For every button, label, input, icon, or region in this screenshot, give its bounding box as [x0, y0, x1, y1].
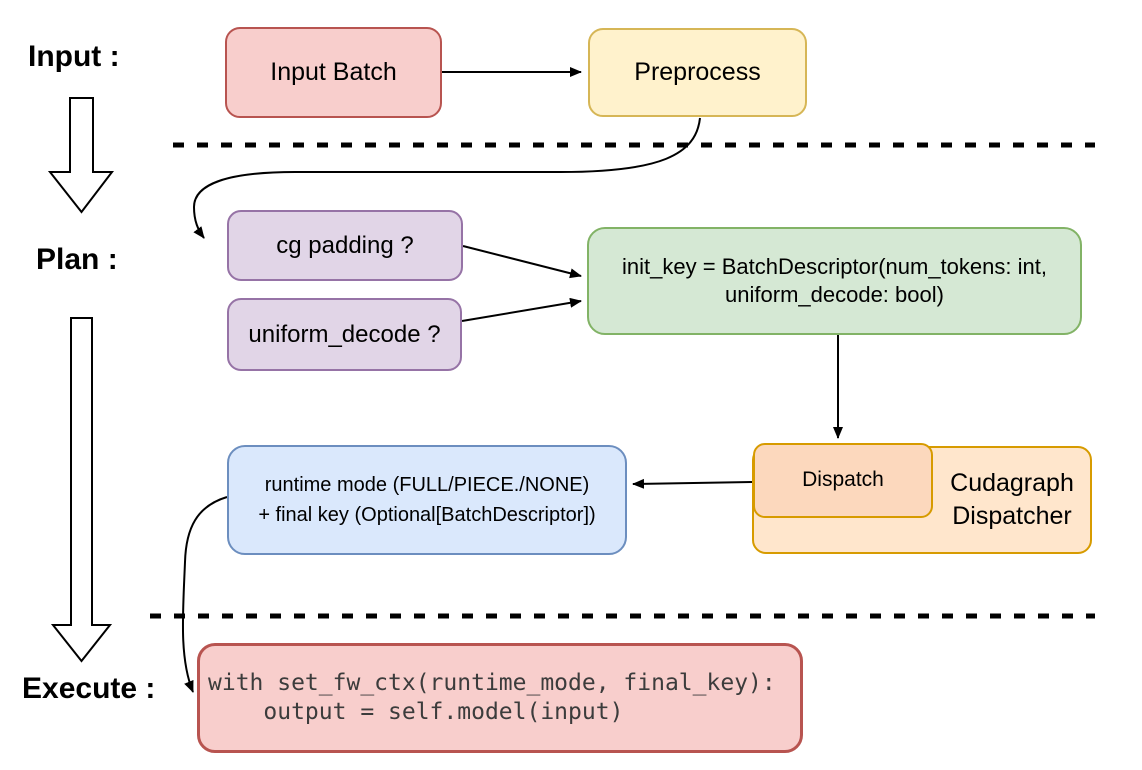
runtime-mode-line1: runtime mode (FULL/PIECE./NONE) — [264, 474, 590, 496]
stage-label-plan: Plan : — [36, 243, 118, 276]
execute-code-line2: output = self.model(input) — [208, 699, 624, 725]
init-key-node: init_key = BatchDescriptor(num_tokens: i… — [587, 227, 1082, 335]
cg-padding-to-init-key-arrow — [462, 245, 582, 279]
preprocess-node: Preprocess — [588, 28, 807, 117]
input-batch-node: Input Batch — [225, 27, 442, 118]
preprocess-to-cg-padding-arrow — [192, 117, 701, 239]
cg-padding-node: cg padding ? — [227, 210, 463, 281]
dispatch-node: Dispatch — [753, 443, 933, 518]
execute-code-line1: with set_fw_ctx(runtime_mode, final_key)… — [208, 670, 776, 696]
dispatch-to-runtime-mode-arrow — [632, 478, 753, 489]
runtime-mode-line2: + final key (Optional[BatchDescriptor]) — [258, 504, 596, 526]
runtime-mode-to-execute-code-arrow — [181, 496, 228, 693]
runtime-mode-node: runtime mode (FULL/PIECE./NONE) + final … — [227, 445, 627, 555]
uniform-decode-to-init-key-arrow — [461, 297, 582, 322]
cudagraph-dispatcher-line2: Dispatcher — [952, 502, 1072, 530]
input-to-plan-arrow — [47, 97, 115, 214]
input-batch-label: Input Batch — [270, 57, 397, 86]
dispatch-label: Dispatch — [802, 468, 884, 492]
uniform-decode-label: uniform_decode ? — [248, 320, 441, 348]
cudagraph-dispatcher-line1: Cudagraph — [950, 469, 1074, 497]
cudagraph-dispatcher-label: Cudagraph Dispatcher — [934, 448, 1090, 552]
preprocess-label: Preprocess — [634, 57, 761, 86]
init-key-line2: uniform_decode: bool) — [725, 282, 944, 307]
init-key-line1: init_key = BatchDescriptor(num_tokens: i… — [622, 254, 1047, 279]
execute-code-node: with set_fw_ctx(runtime_mode, final_key)… — [197, 643, 803, 753]
uniform-decode-node: uniform_decode ? — [227, 298, 462, 371]
plan-to-execute-arrow — [50, 317, 113, 663]
cg-padding-label: cg padding ? — [276, 231, 414, 259]
stage-label-input: Input : — [28, 40, 120, 73]
stage-label-execute: Execute : — [22, 672, 156, 705]
